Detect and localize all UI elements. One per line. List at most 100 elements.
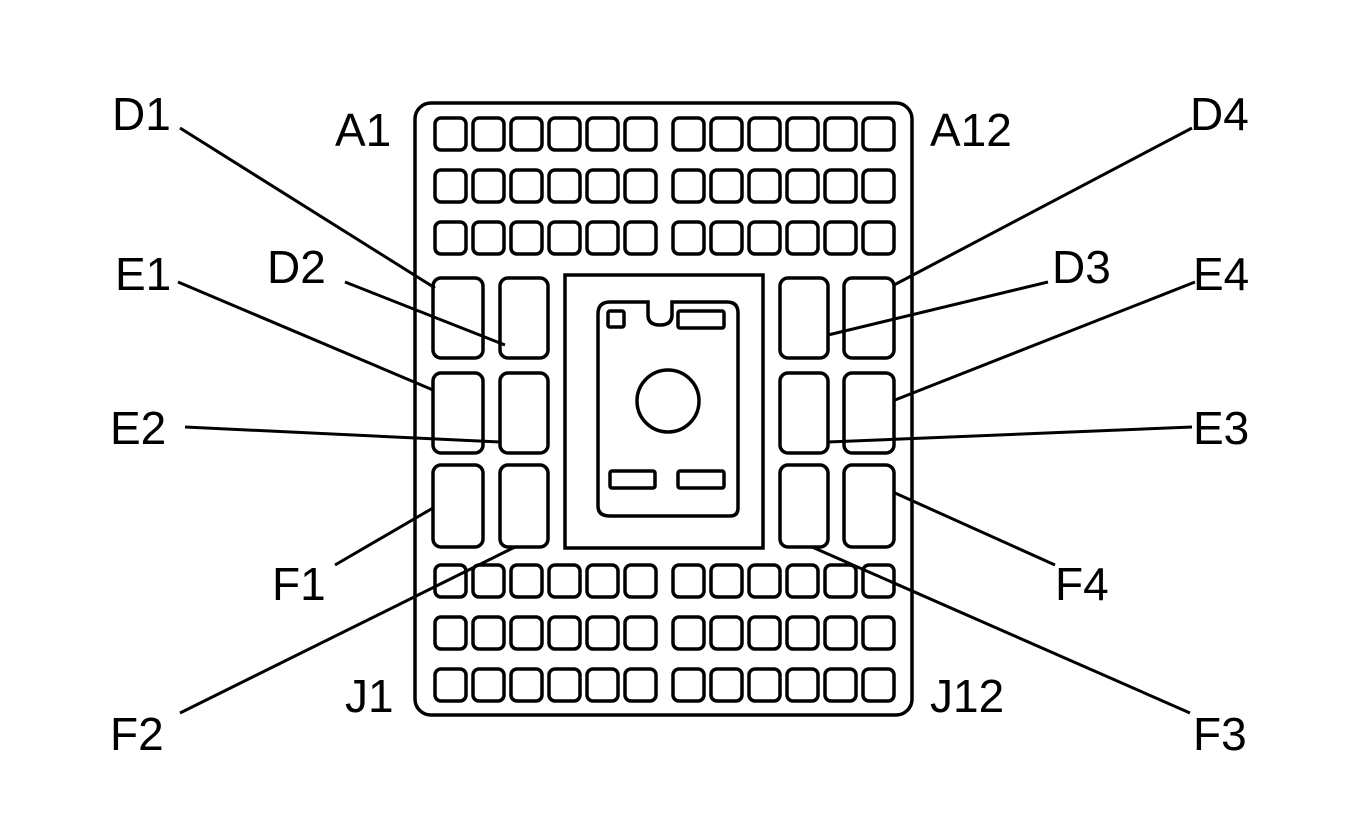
- leader-lines: [177, 126, 1196, 715]
- small-cavity: [585, 220, 620, 256]
- small-cavity: [471, 667, 506, 703]
- label-d3: D3: [1052, 241, 1111, 293]
- small-cavity: [823, 116, 858, 152]
- small-cavity: [509, 168, 544, 204]
- small-cavity: [823, 220, 858, 256]
- small-cavity: [471, 168, 506, 204]
- connector-housing: [413, 101, 914, 717]
- small-cavity: [623, 667, 658, 703]
- cavity-e2: [498, 371, 550, 455]
- leader-d4: [893, 126, 1193, 287]
- leader-e2: [184, 425, 501, 444]
- small-cavity: [623, 116, 658, 152]
- label-d4: D4: [1190, 88, 1249, 140]
- small-cavity: [585, 116, 620, 152]
- label-d1: D1: [112, 88, 171, 140]
- small-cavity: [861, 563, 896, 599]
- small-cavity: [709, 116, 744, 152]
- small-cavity: [433, 116, 468, 152]
- small-cavity: [509, 615, 544, 651]
- cavity-f2: [498, 463, 550, 549]
- cavity-e1: [431, 371, 485, 455]
- leader-d2: [344, 280, 506, 347]
- latch-bottom-slot-right: [676, 469, 726, 490]
- small-cavity: [823, 563, 858, 599]
- cavity-f1: [431, 463, 485, 549]
- small-cavity: [747, 615, 782, 651]
- small-cavity: [709, 615, 744, 651]
- small-cavity: [509, 667, 544, 703]
- small-cavity: [671, 168, 706, 204]
- small-cavity: [671, 667, 706, 703]
- leader-e3: [827, 425, 1193, 444]
- small-cavity: [623, 615, 658, 651]
- small-cavity: [547, 116, 582, 152]
- latch-bottom-slot-left: [608, 469, 657, 490]
- small-cavity: [471, 116, 506, 152]
- center-frame: [563, 273, 765, 550]
- small-cavity: [709, 667, 744, 703]
- label-f1: F1: [272, 558, 326, 610]
- small-cavity: [547, 563, 582, 599]
- small-cavity: [433, 220, 468, 256]
- small-cavity: [823, 667, 858, 703]
- cavity-e3: [778, 371, 830, 455]
- small-cavity: [433, 667, 468, 703]
- small-cavity: [509, 563, 544, 599]
- small-cavity: [709, 168, 744, 204]
- small-cavity: [547, 168, 582, 204]
- small-cavity: [785, 220, 820, 256]
- small-cavity: [547, 220, 582, 256]
- small-cavity: [433, 563, 468, 599]
- small-cavity: [747, 563, 782, 599]
- latch-outline: [596, 300, 740, 518]
- small-cavity: [785, 615, 820, 651]
- leader-e1: [177, 280, 434, 392]
- small-cavity: [623, 563, 658, 599]
- small-cavity: [861, 116, 896, 152]
- small-cavity: [747, 168, 782, 204]
- leader-d3: [827, 280, 1049, 337]
- small-cavity: [785, 116, 820, 152]
- leader-f3: [811, 545, 1191, 715]
- small-cavity: [785, 168, 820, 204]
- small-cavity: [547, 667, 582, 703]
- small-cavity-grid: [433, 116, 896, 703]
- small-cavity: [585, 563, 620, 599]
- cavity-d3: [778, 276, 830, 360]
- cavity-e4: [842, 371, 896, 455]
- small-cavity: [509, 116, 544, 152]
- small-cavity: [823, 615, 858, 651]
- cavity-d2: [498, 276, 550, 360]
- small-cavity: [671, 116, 706, 152]
- latch-top-slot: [676, 309, 726, 330]
- label-f3: F3: [1193, 708, 1247, 760]
- small-cavity: [471, 563, 506, 599]
- small-cavity: [747, 667, 782, 703]
- small-cavity: [585, 667, 620, 703]
- small-cavity: [709, 220, 744, 256]
- center-hole: [635, 368, 701, 434]
- small-cavity: [623, 168, 658, 204]
- label-j12: J12: [930, 670, 1004, 722]
- cavity-d4: [842, 276, 896, 360]
- small-cavity: [585, 615, 620, 651]
- small-cavity: [471, 220, 506, 256]
- label-a12: A12: [930, 104, 1012, 156]
- label-e3: E3: [1193, 402, 1249, 454]
- small-cavity: [671, 615, 706, 651]
- leader-e4: [894, 280, 1196, 402]
- cavity-f4: [842, 463, 896, 549]
- small-cavity: [785, 563, 820, 599]
- small-cavity: [671, 563, 706, 599]
- label-e4: E4: [1193, 248, 1249, 300]
- label-e2: E2: [110, 402, 166, 454]
- small-cavity: [861, 220, 896, 256]
- small-cavity: [585, 168, 620, 204]
- leader-d1: [179, 126, 436, 290]
- leader-f2: [179, 545, 516, 715]
- label-a1: A1: [335, 104, 391, 156]
- small-cavity: [671, 220, 706, 256]
